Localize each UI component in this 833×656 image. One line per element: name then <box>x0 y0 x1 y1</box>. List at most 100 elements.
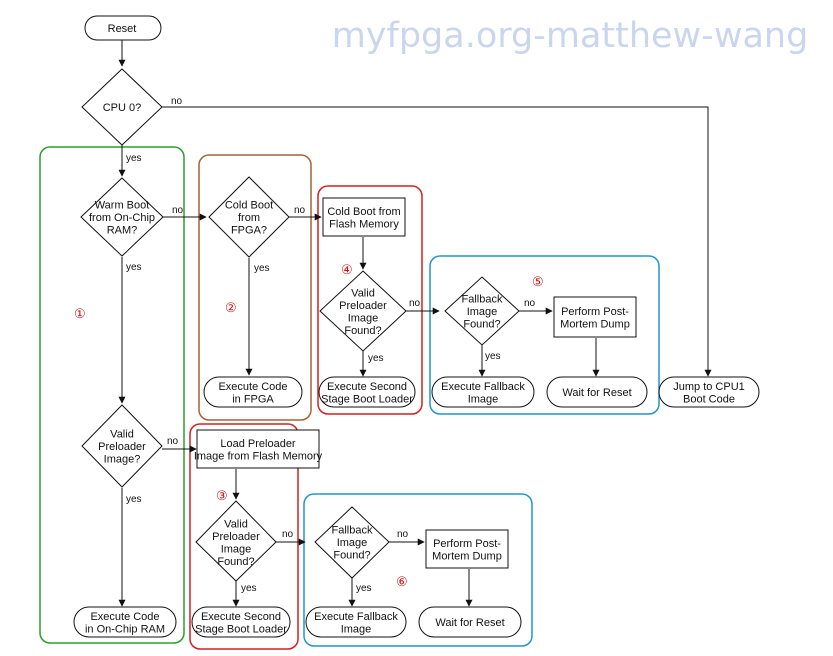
wait-6-label: Wait for Reset <box>435 617 504 629</box>
step-marker-4: ④ <box>341 263 353 278</box>
label-no: no <box>524 298 536 309</box>
label-line: Image <box>348 312 379 324</box>
execute-ssbl-4-terminal <box>318 376 416 408</box>
watermark-text: myfpga.org-matthew-wang <box>332 16 809 56</box>
label-line: Wait for Reset <box>435 617 504 629</box>
label-line: Image <box>468 393 499 405</box>
step-marker-6: ⑥ <box>396 575 408 590</box>
label-line: Execute Second <box>327 381 407 393</box>
label-line: Found? <box>217 556 254 568</box>
cpu0-decision <box>81 68 163 146</box>
label-yes: yes <box>368 353 384 364</box>
label-line: Execute Fallback <box>441 381 525 393</box>
wait-for-reset-5-terminal <box>546 376 648 408</box>
label-line: Boot Code <box>683 393 735 405</box>
load-preloader-process <box>196 429 320 469</box>
label-line: from <box>238 212 260 224</box>
label-no: no <box>409 298 421 309</box>
label-no: no <box>167 436 179 447</box>
execute-fallback-6-terminal <box>305 606 407 638</box>
label-line: Fallback <box>462 294 503 306</box>
postmortem-6-process <box>425 529 509 569</box>
label-line: Preloader <box>339 300 387 312</box>
label-line: Load Preloader <box>220 438 296 450</box>
label-line: in FPGA <box>232 393 274 405</box>
label-line: Reset <box>108 23 137 35</box>
label-yes: yes <box>241 583 257 594</box>
label-line: Execute Code <box>90 611 159 623</box>
label-line: Stage Boot Loader <box>195 623 287 635</box>
label-line: Wait for Reset <box>562 387 631 399</box>
label-line: Image from Flash Memory <box>194 450 323 462</box>
label-no: no <box>282 529 294 540</box>
step-marker-2: ② <box>225 301 237 316</box>
label-yes: yes <box>126 153 142 164</box>
label-line: Found? <box>344 325 381 337</box>
execute-code-onchip-terminal <box>73 606 177 638</box>
execute-code-fpga-terminal <box>203 376 303 408</box>
wait-5-label: Wait for Reset <box>562 387 631 399</box>
group-1-box <box>39 146 185 644</box>
group-4-box <box>317 185 423 415</box>
label-line: Stage Boot Loader <box>321 393 413 405</box>
group-5-box <box>429 255 660 415</box>
label-line: Image <box>467 306 498 318</box>
label-line: Preloader <box>98 441 146 453</box>
label-yes: yes <box>485 351 501 362</box>
jump-cpu1-terminal <box>658 376 760 408</box>
label-line: Execute Fallback <box>314 611 398 623</box>
label-no: no <box>397 529 409 540</box>
label-line: Mortem Dump <box>560 318 630 330</box>
step-marker-5: ⑤ <box>532 275 544 290</box>
valid-preloader-4-decision <box>319 270 407 352</box>
label-yes: yes <box>254 263 270 274</box>
label-line: Found? <box>463 319 500 331</box>
label-line: Preloader <box>212 531 260 543</box>
step-marker-1: ① <box>74 307 86 322</box>
label-yes: yes <box>356 583 372 594</box>
label-line: Valid <box>351 287 375 299</box>
label-yes: yes <box>126 494 142 505</box>
label-line: Perform Post- <box>561 306 629 318</box>
label-line: RAM? <box>107 225 138 237</box>
label-line: from On-Chip <box>89 212 155 224</box>
label-no: no <box>171 96 183 107</box>
cold-boot-fpga-decision <box>208 176 290 258</box>
fallback-6-decision <box>314 506 390 579</box>
label-line: Perform Post- <box>433 538 501 550</box>
label-line: Image <box>341 623 372 635</box>
label-line: Image? <box>104 454 141 466</box>
label-line: FPGA? <box>231 225 267 237</box>
group-6-box <box>303 493 533 647</box>
execute-fallback-5-terminal <box>431 376 535 408</box>
label-line: Execute Code <box>218 381 287 393</box>
label-line: Jump to CPU1 <box>673 381 745 393</box>
label-line: Found? <box>333 550 370 562</box>
label-line: Flash Memory <box>329 218 399 230</box>
edge-cpu0-no <box>162 106 712 377</box>
label-no: no <box>172 205 184 216</box>
wait-for-reset-6-terminal <box>418 606 522 638</box>
label-line: in On-Chip RAM <box>85 623 165 635</box>
label-line: Execute Second <box>201 611 281 623</box>
reset-label: Reset <box>108 23 137 35</box>
label-line: Fallback <box>332 525 373 537</box>
label-line: Cold Boot <box>225 200 273 212</box>
label-line: Valid <box>224 518 248 530</box>
